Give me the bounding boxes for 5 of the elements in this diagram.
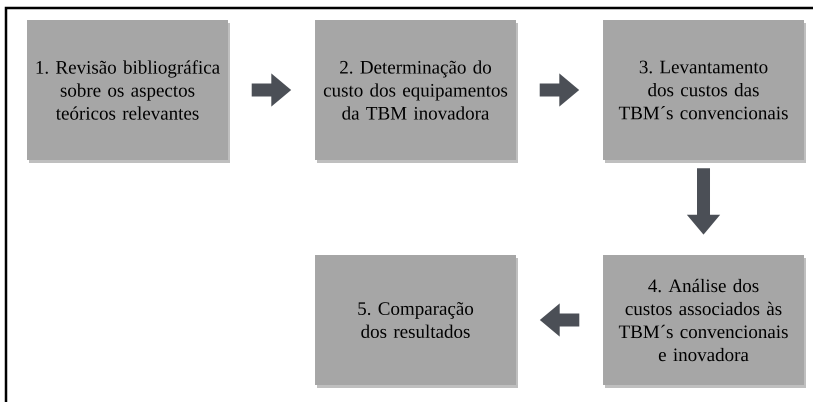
process-box: 3. Levantamento dos custos das TBM´s convencionais — [603, 20, 804, 160]
process-box: 5. Comparação dos resultados — [315, 255, 516, 385]
process-box: 1. Revisão bibliográfica sobre os aspectos teóricos relevantes — [27, 20, 228, 160]
process-box: 2. Determinação do custo dos equipamentos da TBM inovadora — [315, 20, 516, 160]
process-box: 4. Análise dos custos associados às TBM´s convencionais e inovadora — [603, 255, 804, 385]
